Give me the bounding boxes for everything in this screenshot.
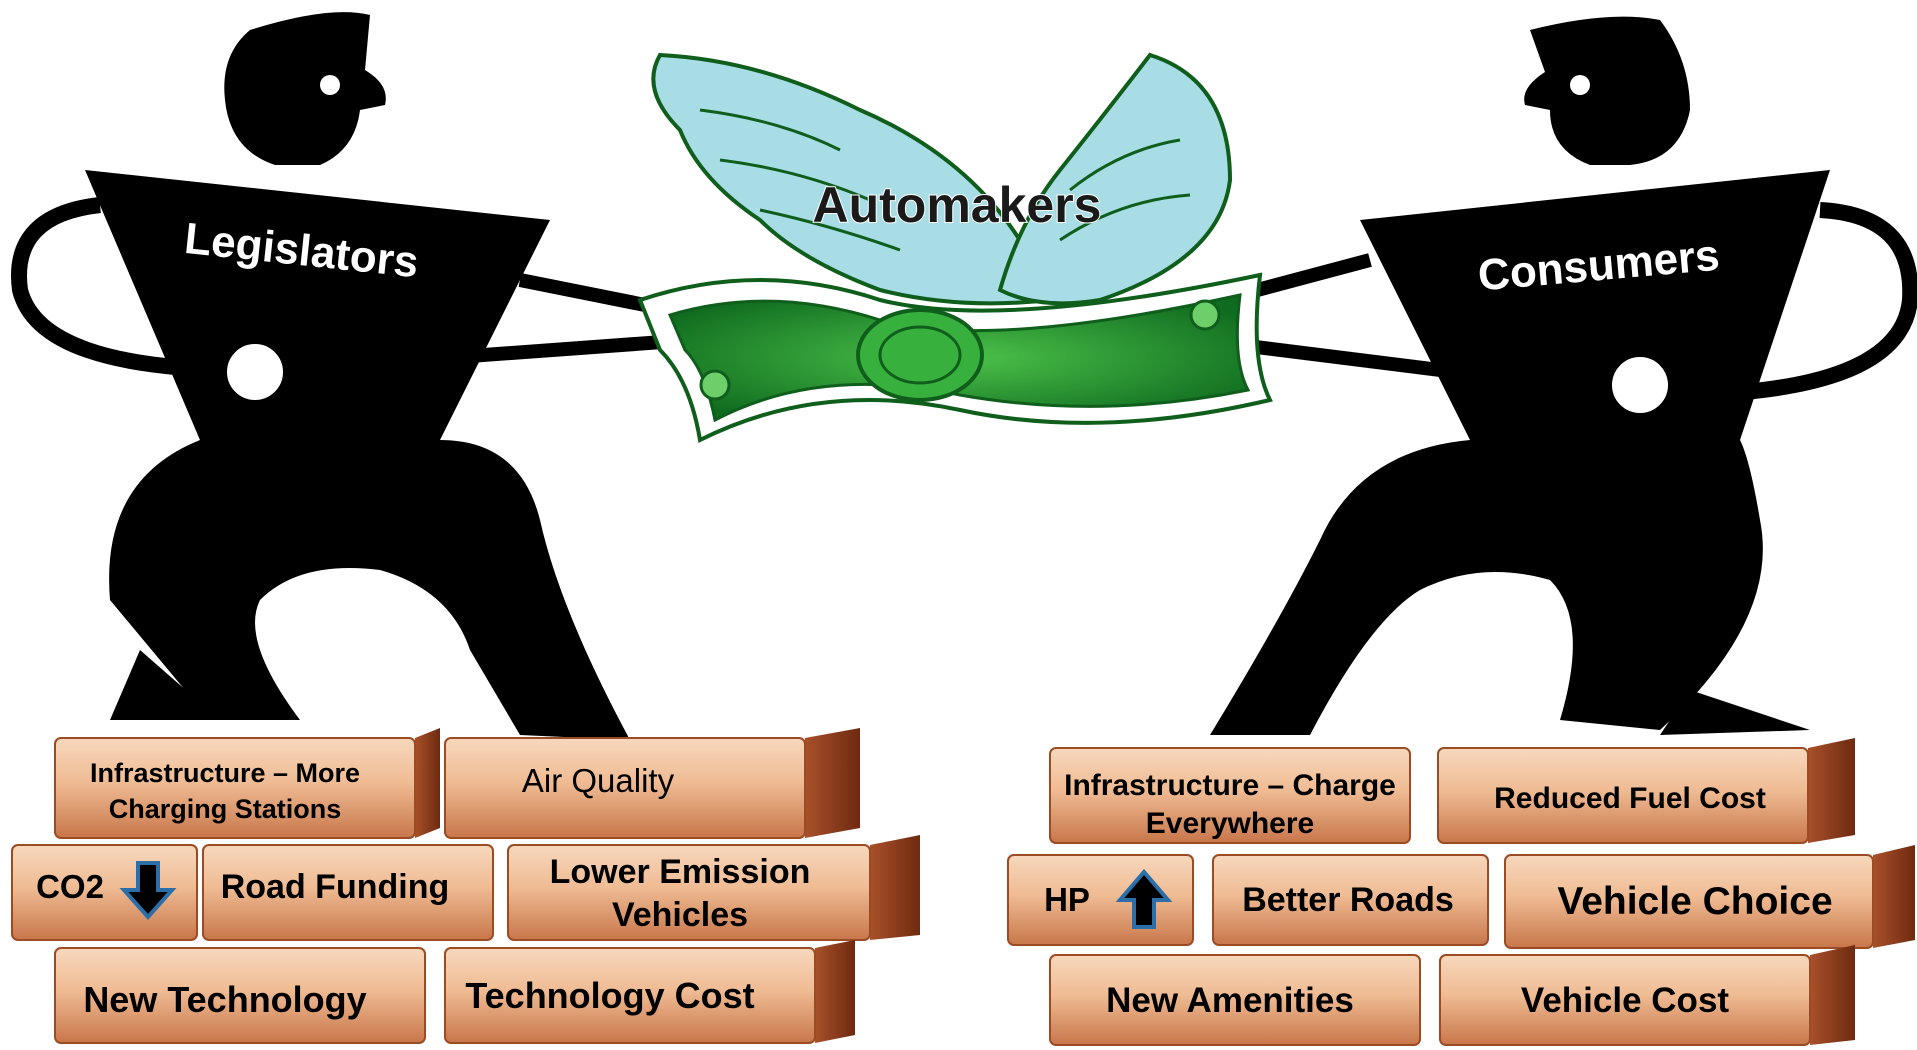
- brick-label: Vehicle Choice: [1557, 880, 1832, 923]
- brick-label: New Technology: [83, 979, 366, 1020]
- brick: Infrastructure – Charge Everywhere: [1049, 747, 1411, 844]
- right-brick-wall: Infrastructure – Charge Everywhere Reduc…: [1007, 738, 1915, 1046]
- brick-label: Lower Emission: [550, 853, 811, 891]
- left-eye: [320, 75, 340, 95]
- brick-label: Technology Cost: [465, 975, 754, 1016]
- brick: New Technology: [54, 947, 426, 1044]
- left-brick-wall: Infrastructure – More Charging Stations …: [11, 728, 920, 1044]
- brick-label: Air Quality: [522, 762, 675, 799]
- brick: Better Roads: [1212, 854, 1489, 946]
- brick: Technology Cost: [444, 940, 855, 1044]
- brick-label: Infrastructure – Charge: [1064, 769, 1396, 802]
- legislator-figure: [11, 12, 691, 740]
- brick: Vehicle Choice: [1504, 845, 1915, 949]
- brick-label: Infrastructure – More: [90, 758, 360, 788]
- brick: Air Quality: [444, 728, 860, 839]
- brick: Road Funding: [202, 844, 494, 941]
- brick: Lower Emission Vehicles: [507, 835, 920, 941]
- flying-money-icon: [637, 52, 1273, 443]
- brick-label: Vehicles: [612, 896, 748, 934]
- automakers-label: Automakers: [813, 177, 1102, 233]
- brick: Vehicle Cost: [1439, 945, 1855, 1046]
- brick-label: Everywhere: [1146, 807, 1314, 840]
- arrow-up-icon: [1115, 868, 1173, 929]
- brick: CO2: [11, 844, 198, 941]
- brick: New Amenities: [1049, 954, 1421, 1046]
- arrow-down-icon: [119, 861, 177, 921]
- brick: Infrastructure – More Charging Stations: [54, 728, 440, 839]
- brick-label: Better Roads: [1242, 881, 1454, 919]
- right-eye: [1570, 75, 1590, 95]
- brick-label: HP: [1044, 881, 1090, 918]
- brick-label: CO2: [36, 868, 104, 905]
- brick-label: Vehicle Cost: [1521, 981, 1729, 1020]
- brick-label: Charging Stations: [109, 794, 342, 824]
- brick: Reduced Fuel Cost: [1437, 738, 1855, 844]
- brick-label: Road Funding: [221, 868, 450, 906]
- brick-label: Reduced Fuel Cost: [1494, 782, 1766, 815]
- brick: HP: [1007, 854, 1194, 946]
- consumer-figure: [1199, 16, 1917, 735]
- brick-label: New Amenities: [1106, 981, 1354, 1020]
